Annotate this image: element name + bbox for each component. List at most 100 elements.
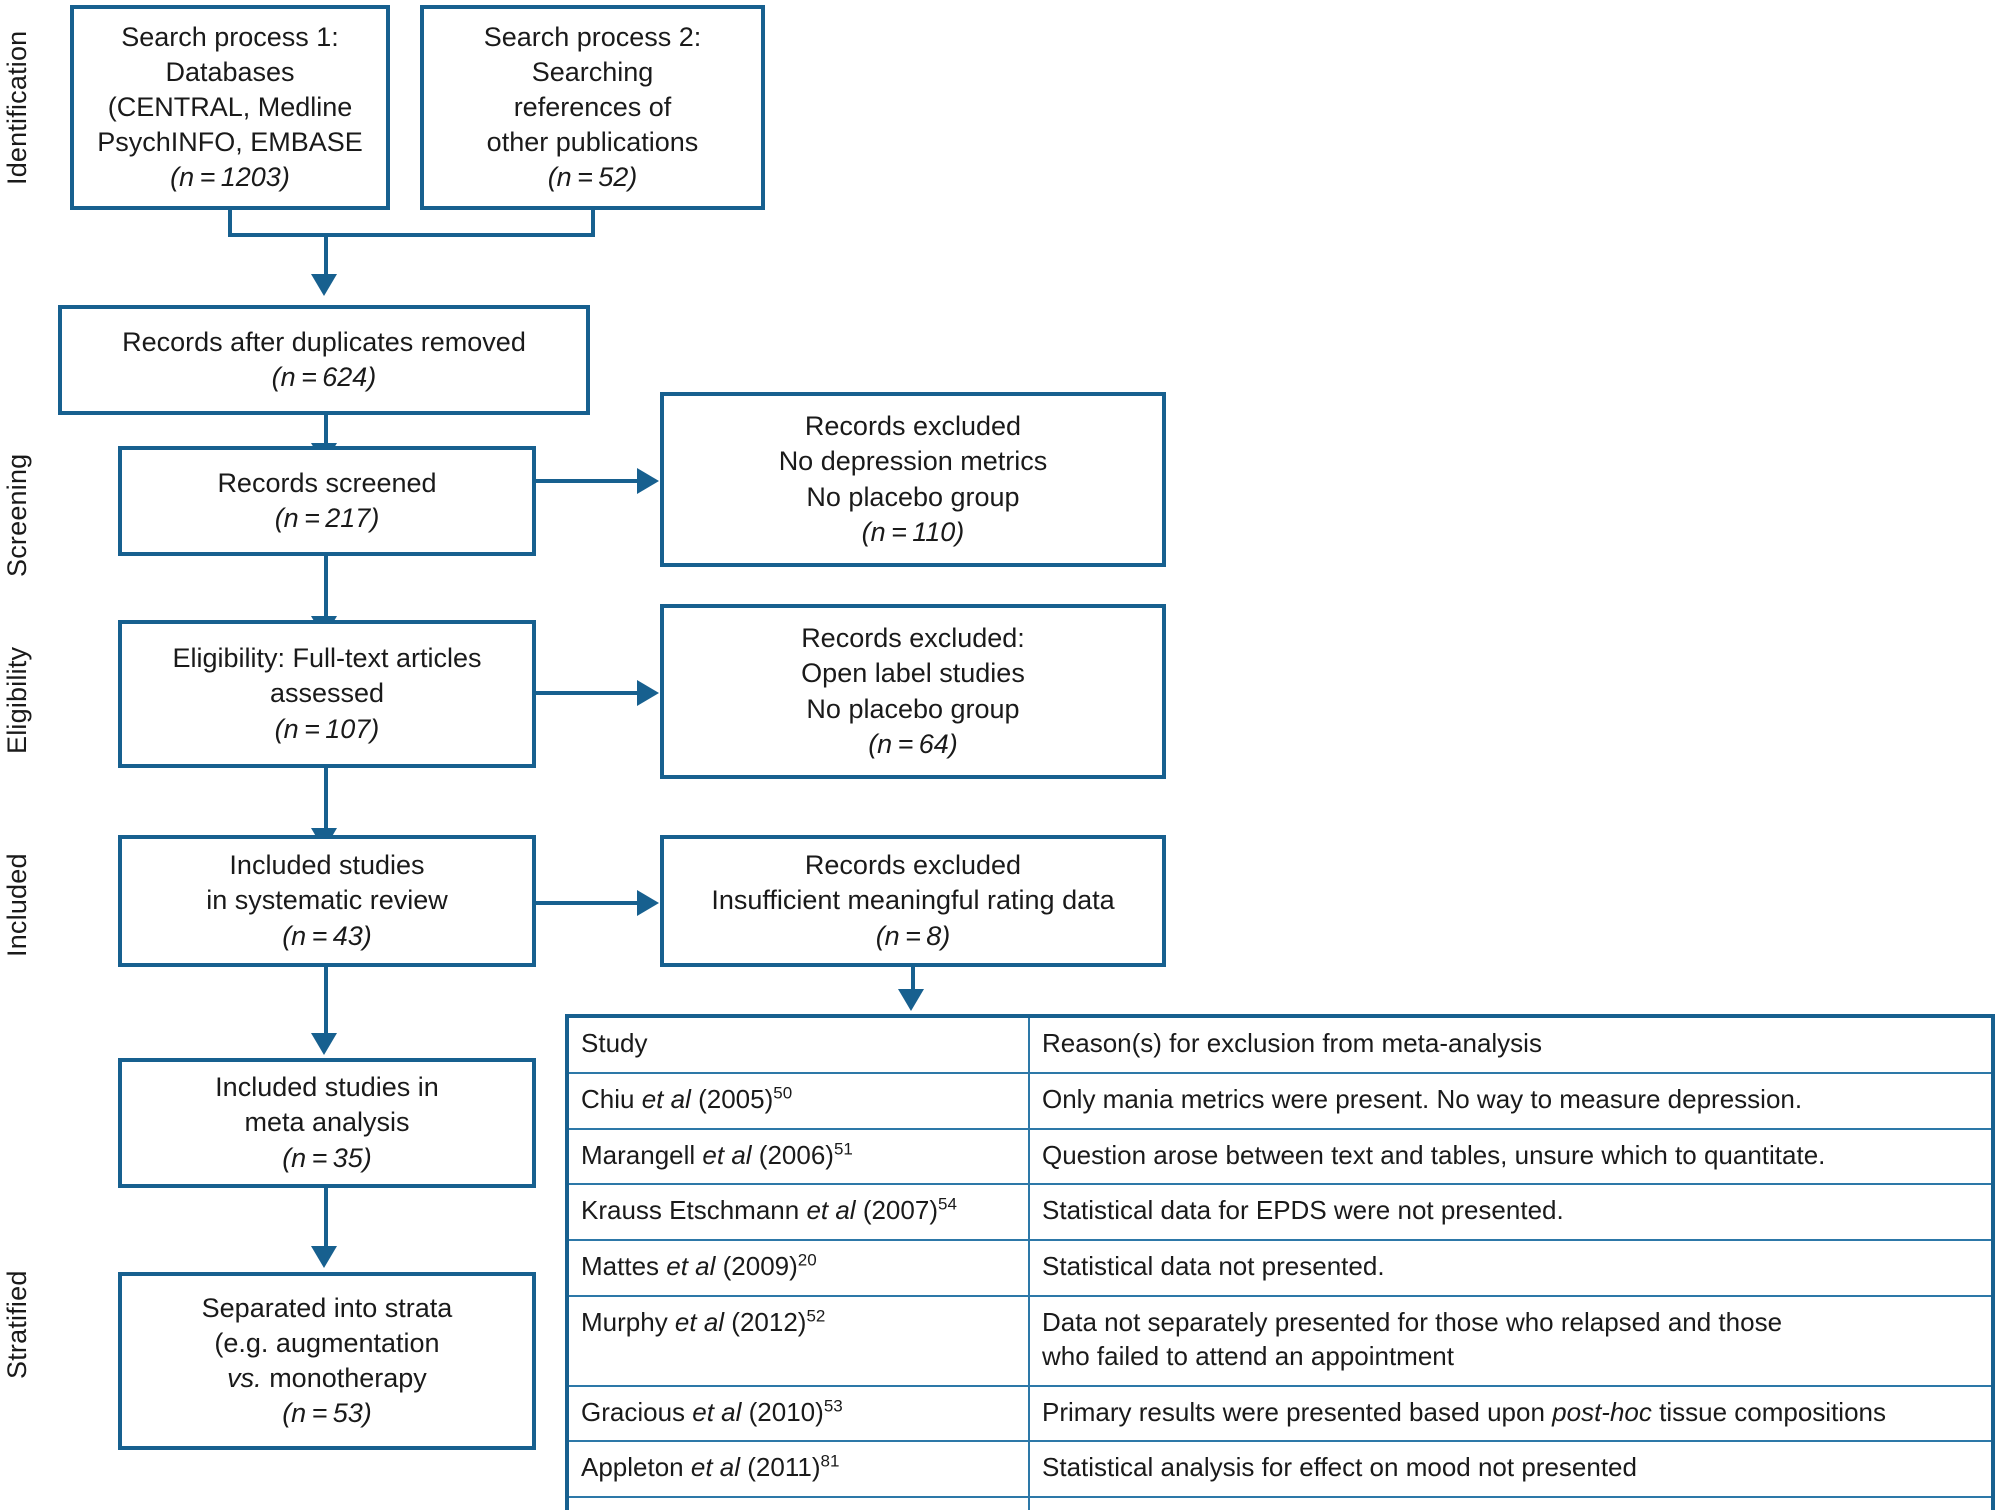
excluded-screening-count: (n = 110) (861, 516, 965, 547)
search1-line-4: PsychINFO, EMBASE (97, 127, 363, 158)
arrow-to-duplicates (311, 274, 337, 296)
search2-line-1: Search process 2: (483, 21, 702, 52)
search1-line-2: Databases (165, 56, 295, 87)
connector-eligibility-to-included (324, 768, 328, 832)
search2-count: (n = 52) (547, 162, 638, 193)
excluded-eligibility-line-1: Records excluded: (801, 623, 1025, 654)
box-records-screened: Records screened (n = 217) (118, 446, 536, 556)
eligibility-count: (n = 107) (274, 713, 380, 744)
excluded-eligibility-count: (n = 64) (868, 728, 958, 759)
included-review-count: (n = 43) (282, 920, 372, 951)
table-row: Krauss Etschmann et al (2007)54 Statisti… (569, 1183, 1991, 1241)
table-cell-study: Chiu et al (2005)50 (569, 1071, 1030, 1129)
connector-search1-down (228, 210, 232, 237)
reference-superscript: 51 (833, 1138, 853, 1158)
reference-superscript: 81 (820, 1451, 840, 1471)
box-records-after-duplicates: Records after duplicates removed (n = 62… (58, 305, 590, 415)
connector-merge-horizontal (228, 233, 595, 237)
stratified-line-2: (e.g. augmentation (214, 1327, 440, 1358)
table-cell-study: Gracious et al (2010)53 (569, 1384, 1030, 1442)
excluded-eligibility-line-3: No placebo group (806, 693, 1020, 724)
eligibility-line-2: assessed (269, 678, 385, 709)
table-row: Keck et al (2006)55 Unable to determine … (569, 1496, 1991, 1510)
included-review-line-2: in systematic review (206, 885, 448, 916)
table-header-study: Study (569, 1018, 1030, 1073)
table-row: Murphy et al (2012)52 Data not separatel… (569, 1294, 1991, 1386)
table-cell-reason: Data not separately presented for those … (1029, 1294, 1991, 1386)
table-row: Marangell et al (2006)51 Question arose … (569, 1127, 1991, 1185)
reference-superscript: 52 (806, 1306, 826, 1326)
stage-label-included: Included (2, 853, 32, 957)
stratified-vs-italic: vs. (227, 1363, 262, 1393)
table-cell-study: Appleton et al (2011)81 (569, 1440, 1030, 1498)
search1-line-3: (CENTRAL, Medline (107, 91, 353, 122)
table-row: Mattes et al (2009)20 Statistical data n… (569, 1239, 1991, 1296)
arrow-to-excluded-included (637, 890, 659, 916)
table-cell-study: Murphy et al (2012)52 (569, 1294, 1030, 1386)
reference-superscript: 53 (823, 1395, 843, 1415)
box-search-process-2: Search process 2: Searching references o… (420, 5, 765, 210)
post-hoc-italic: post-hoc (1552, 1396, 1652, 1427)
arrow-to-excluded-eligibility (637, 680, 659, 706)
search2-line-4: other publications (486, 127, 699, 158)
table-cell-reason: Statistical analysis for effect on mood … (1029, 1440, 1991, 1498)
duplicates-count: (n = 624) (271, 362, 377, 392)
box-search-process-1: Search process 1: Databases (CENTRAL, Me… (70, 5, 390, 210)
box-separated-into-strata: Separated into strata (e.g. augmentation… (118, 1272, 536, 1450)
stratified-line-1: Separated into strata (201, 1292, 453, 1323)
stratified-monotherapy: monotherapy (261, 1363, 427, 1393)
included-review-line-1: Included studies (229, 850, 425, 881)
table-header-reason: Reason(s) for exclusion from meta-analys… (1042, 1028, 1542, 1058)
table-cell-study: Keck et al (2006)55 (569, 1496, 1030, 1510)
connector-search2-down (591, 210, 595, 237)
included-meta-line-1: Included studies in (215, 1072, 439, 1103)
table-cell-reason: Statistical data for EPDS were not prese… (1029, 1183, 1991, 1241)
reference-superscript: 50 (773, 1083, 793, 1103)
box-records-excluded-screening: Records excluded No depression metrics N… (660, 392, 1166, 567)
search1-count: (n = 1203) (170, 162, 290, 193)
table-row: Chiu et al (2005)50 Only mania metrics w… (569, 1071, 1991, 1129)
stage-label-eligibility: Eligibility (2, 646, 32, 754)
duplicates-line-1: Records after duplicates removed (122, 326, 526, 357)
exclusion-reasons-table: Study Reason(s) for exclusion from meta-… (565, 1014, 1995, 1510)
search2-line-2: Searching (531, 56, 654, 87)
arrow-to-included-meta (311, 1033, 337, 1055)
search1-line-1: Search process 1: (121, 21, 339, 52)
reference-superscript: 55 (778, 1508, 797, 1510)
included-meta-line-2: meta analysis (244, 1107, 410, 1138)
excluded-eligibility-line-2: Open label studies (801, 658, 1025, 689)
reference-superscript: 54 (937, 1194, 957, 1214)
connector-included-to-excluded (536, 901, 639, 905)
arrow-to-exclusion-table (898, 989, 924, 1011)
table-row: Appleton et al (2011)81 Statistical anal… (569, 1440, 1991, 1498)
connector-included-to-meta (324, 967, 328, 1037)
reference-superscript: 20 (797, 1250, 817, 1270)
table-cell-study: Mattes et al (2009)20 (569, 1239, 1030, 1296)
box-included-systematic-review: Included studies in systematic review (n… (118, 835, 536, 967)
excluded-included-line-2: Insufficient meaningful rating data (711, 885, 1115, 916)
connector-eligibility-to-excluded (536, 691, 639, 695)
table-cell-reason: Only mania metrics were present. No way … (1029, 1071, 1991, 1129)
stage-label-identification: Identification (2, 30, 32, 186)
connector-excluded-to-table (911, 967, 915, 992)
box-records-excluded-eligibility: Records excluded: Open label studies No … (660, 604, 1166, 779)
screened-line-1: Records screened (217, 467, 437, 498)
stratified-line-3: vs. monotherapy (202, 1361, 453, 1396)
box-eligibility-fulltext: Eligibility: Full-text articles assessed… (118, 620, 536, 768)
connector-merge-stem (324, 233, 328, 278)
connector-screened-to-excluded (536, 479, 639, 483)
search2-line-3: references of (513, 91, 672, 122)
box-included-meta-analysis: Included studies in meta analysis (n = 3… (118, 1058, 536, 1188)
table-cell-reason: Statistical data not presented. (1029, 1239, 1991, 1296)
excluded-screening-line-1: Records excluded (804, 411, 1022, 442)
connector-meta-to-stratified (324, 1188, 328, 1250)
excluded-screening-line-2: No depression metrics (778, 446, 1048, 477)
table-cell-reason: Question arose between text and tables, … (1029, 1127, 1991, 1185)
stage-label-screening: Screening (2, 453, 32, 577)
table-header-row: Study Reason(s) for exclusion from meta-… (569, 1018, 1991, 1073)
box-records-excluded-insufficient: Records excluded Insufficient meaningful… (660, 835, 1166, 967)
excluded-included-count: (n = 8) (875, 920, 951, 951)
arrow-to-excluded-screening (637, 468, 659, 494)
stratified-count: (n = 53) (282, 1398, 372, 1429)
